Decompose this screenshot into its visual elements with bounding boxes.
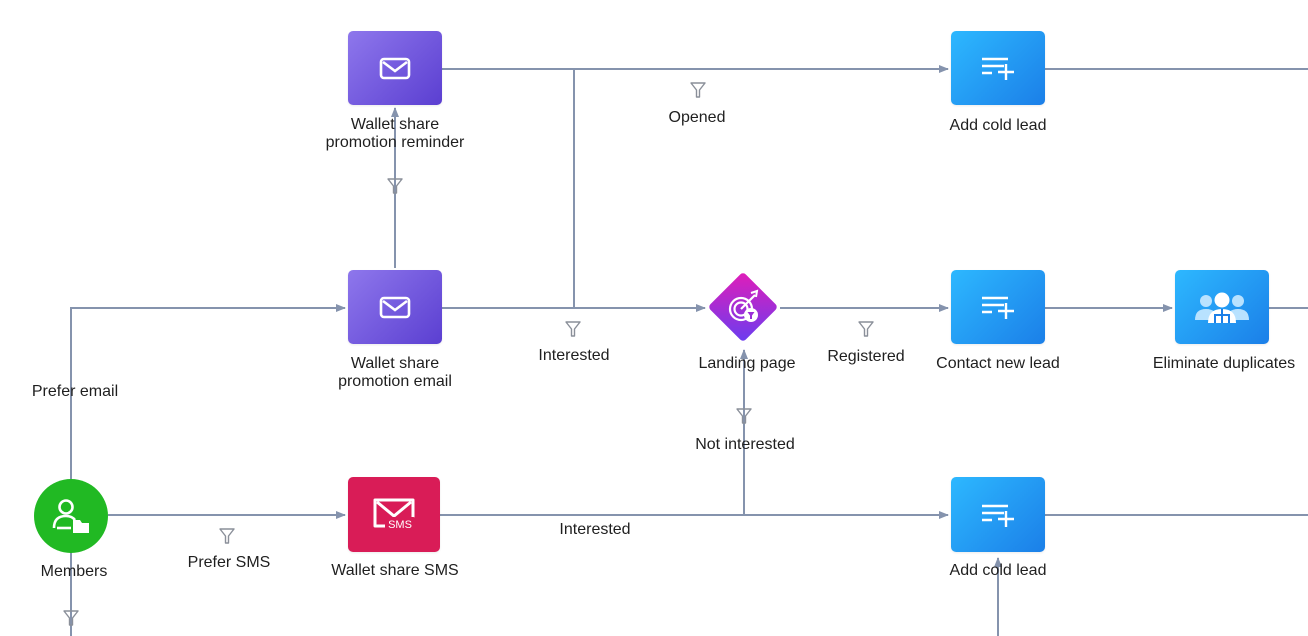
edge-label-prefer-sms: Prefer SMS (187, 554, 271, 571)
filter-icon[interactable] (690, 82, 706, 98)
filter-icon[interactable] (565, 321, 581, 337)
edge-label-registered: Registered (827, 348, 905, 365)
add-list-icon (982, 504, 1014, 527)
reminder-email-node[interactable] (348, 31, 442, 105)
add-list-icon (982, 296, 1014, 319)
filter-icon[interactable] (858, 321, 874, 337)
add-list-icon (982, 57, 1014, 80)
edge-label-prefer-email: Prefer email (31, 383, 119, 400)
connectors (70, 65, 1308, 636)
contact-new-lead-node[interactable] (951, 270, 1045, 344)
edge-label-opened: Opened (668, 109, 726, 126)
add-cold-lead-bottom-node[interactable] (951, 477, 1045, 552)
sms-node[interactable]: SMS (348, 477, 440, 552)
add-cold-lead-top-node[interactable] (951, 31, 1045, 105)
eliminate-duplicates-node[interactable] (1175, 270, 1269, 344)
cold-lead-top-label: Add cold lead (949, 117, 1047, 134)
member-group-icon (52, 499, 89, 533)
edge-label-interested-email: Interested (538, 347, 610, 364)
users-group-icon (1195, 292, 1249, 323)
promotion-email-node[interactable] (348, 270, 442, 344)
sms-icon: SMS (373, 498, 415, 531)
filter-icon[interactable] (63, 610, 79, 626)
filter-icon[interactable] (219, 528, 235, 544)
dedupe-label: Eliminate duplicates (1152, 355, 1296, 372)
reminder-label-line1: Wallet share (350, 116, 440, 133)
sms-label: Wallet share SMS (331, 562, 459, 579)
svg-text:SMS: SMS (388, 519, 412, 531)
filter-icon[interactable] (387, 178, 403, 194)
reminder-label-line2: promotion reminder (325, 134, 465, 151)
contact-lead-label: Contact new lead (936, 355, 1060, 372)
members-label: Members (40, 563, 108, 580)
landing-label: Landing page (698, 355, 796, 372)
envelope-icon (379, 296, 411, 319)
edge-label-not-interested: Not interested (695, 436, 795, 453)
edge-label-interested-sms: Interested (559, 521, 631, 538)
cold-lead-bottom-label: Add cold lead (949, 562, 1047, 579)
envelope-icon (379, 57, 411, 80)
promo-email-label-line1: Wallet share (350, 355, 440, 372)
connector-members-email[interactable] (70, 304, 346, 480)
target-filter-icon (728, 289, 759, 322)
filter-icon[interactable] (736, 408, 752, 424)
members-node[interactable] (34, 479, 108, 553)
promo-email-label-line2: promotion email (338, 373, 452, 390)
